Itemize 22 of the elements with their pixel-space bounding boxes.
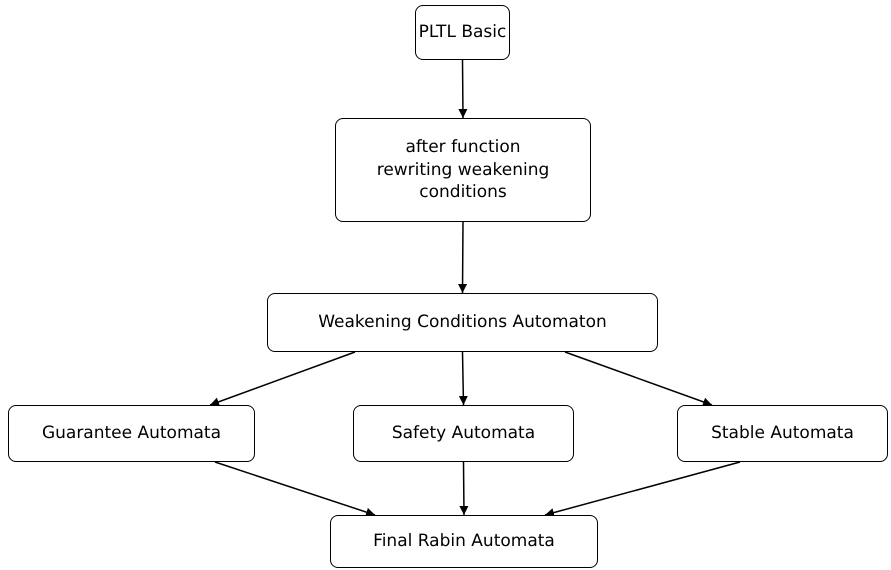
process-box	[267, 293, 658, 352]
process-box	[677, 405, 888, 462]
arrow	[214, 461, 376, 516]
node-label: after function rewriting weakening conditions	[376, 136, 550, 204]
process-box	[335, 118, 591, 222]
arrow	[458, 222, 468, 293]
arrow	[459, 462, 468, 515]
arrow	[564, 351, 712, 406]
process-box	[353, 405, 574, 462]
process-box	[8, 405, 255, 462]
node-label: Guarantee Automata	[42, 422, 222, 445]
node-label: Final Rabin Automata	[373, 530, 555, 553]
process-box	[415, 5, 510, 60]
arrow	[458, 352, 468, 406]
node-label: Weakening Conditions Automaton	[318, 311, 607, 334]
node-label: Safety Automata	[392, 422, 536, 445]
node-label: PLTL Basic	[418, 21, 506, 44]
node-label: Stable Automata	[711, 422, 854, 445]
arrow	[210, 351, 356, 406]
arrow	[458, 60, 468, 118]
arrow	[544, 461, 740, 517]
process-box	[330, 515, 598, 568]
